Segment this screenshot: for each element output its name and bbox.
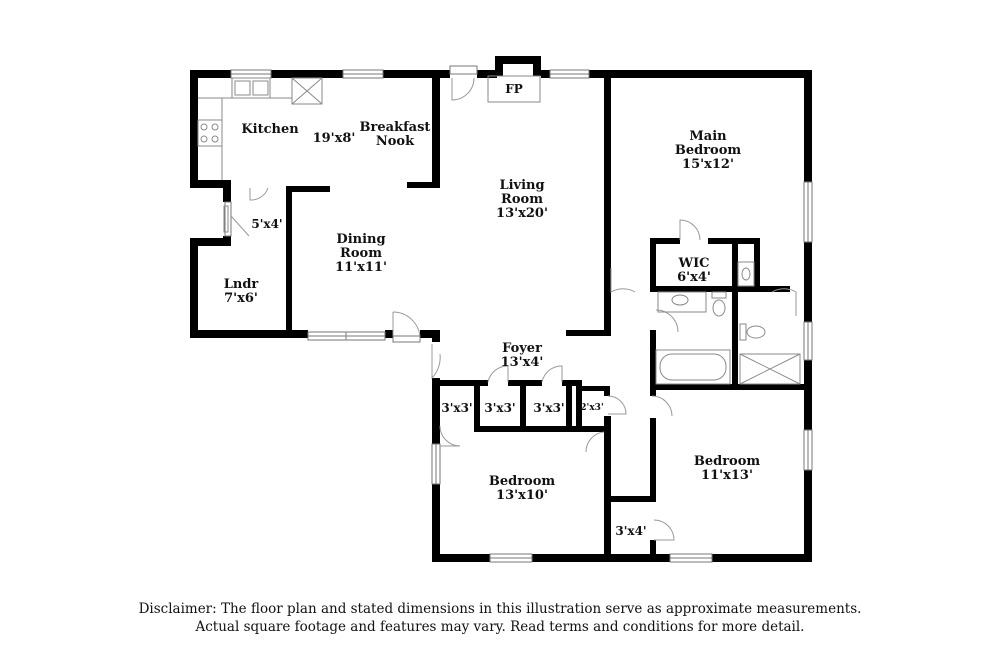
bedroom-3-dimensions: 11'x13' — [701, 468, 753, 483]
wic-dimensions: 6'x4' — [677, 270, 711, 285]
stove — [197, 119, 223, 147]
disclaimer: Disclaimer: The floor plan and stated di… — [0, 600, 1000, 636]
main-bedroom-label: Main — [689, 129, 727, 144]
fireplace-label: FP — [505, 82, 523, 96]
foyer-label: Foyer — [502, 341, 542, 356]
breakfast-nook-label: Breakfast — [360, 120, 431, 135]
vanity-sink — [737, 261, 755, 287]
bathtub — [655, 349, 731, 385]
living-room-label-2: Room — [501, 192, 543, 207]
bath-vanity — [657, 291, 707, 313]
doors — [230, 65, 797, 541]
windows — [224, 69, 813, 563]
exterior-walls — [190, 56, 812, 562]
living-room-label: Living — [499, 178, 544, 193]
fixtures — [197, 75, 801, 385]
room-labels: Kitchen 19'x8' Breakfast Nook FP Living … — [224, 82, 761, 538]
main-bedroom-dimensions: 15'x12' — [682, 157, 734, 172]
living-room-dimensions: 13'x20' — [496, 206, 548, 221]
kitchen-label: Kitchen — [241, 122, 299, 137]
laundry-label: Lndr — [224, 277, 259, 292]
closet-5-dimensions: 3'x4' — [615, 524, 646, 538]
fireplace — [487, 75, 541, 103]
laundry-dimensions: 7'x6' — [224, 291, 258, 306]
shower — [739, 353, 801, 385]
disclaimer-line-1: Disclaimer: The floor plan and stated di… — [138, 601, 862, 617]
disclaimer-line-2: Actual square footage and features may v… — [195, 619, 805, 635]
bedroom-2-label: Bedroom — [489, 474, 556, 489]
dining-room-label-2: Room — [340, 246, 382, 261]
kitchen-sink — [231, 77, 271, 99]
closet-1-dimensions: 3'x3' — [441, 401, 472, 415]
main-toilet — [739, 323, 747, 341]
wic-label: WIC — [677, 256, 709, 271]
kitchen-dimensions: 19'x8' — [313, 131, 356, 146]
closet-2-dimensions: 3'x3' — [484, 401, 515, 415]
bedroom-3-label: Bedroom — [694, 454, 761, 469]
dining-room-dimensions: 11'x11' — [335, 260, 387, 275]
interior-walls — [286, 78, 812, 562]
bedroom-2-dimensions: 13'x10' — [496, 488, 548, 503]
closet-3-dimensions: 3'x3' — [533, 401, 564, 415]
refrigerator — [291, 77, 323, 105]
breakfast-nook-label-2: Nook — [376, 134, 415, 149]
hall-dimensions: 5'x4' — [251, 217, 282, 231]
closet-4-dimensions: 2'x3' — [580, 403, 603, 413]
toilet — [711, 291, 727, 299]
main-bedroom-label-2: Bedroom — [675, 143, 742, 158]
foyer-dimensions: 13'x4' — [501, 355, 544, 370]
dining-room-label: Dining — [336, 232, 385, 247]
